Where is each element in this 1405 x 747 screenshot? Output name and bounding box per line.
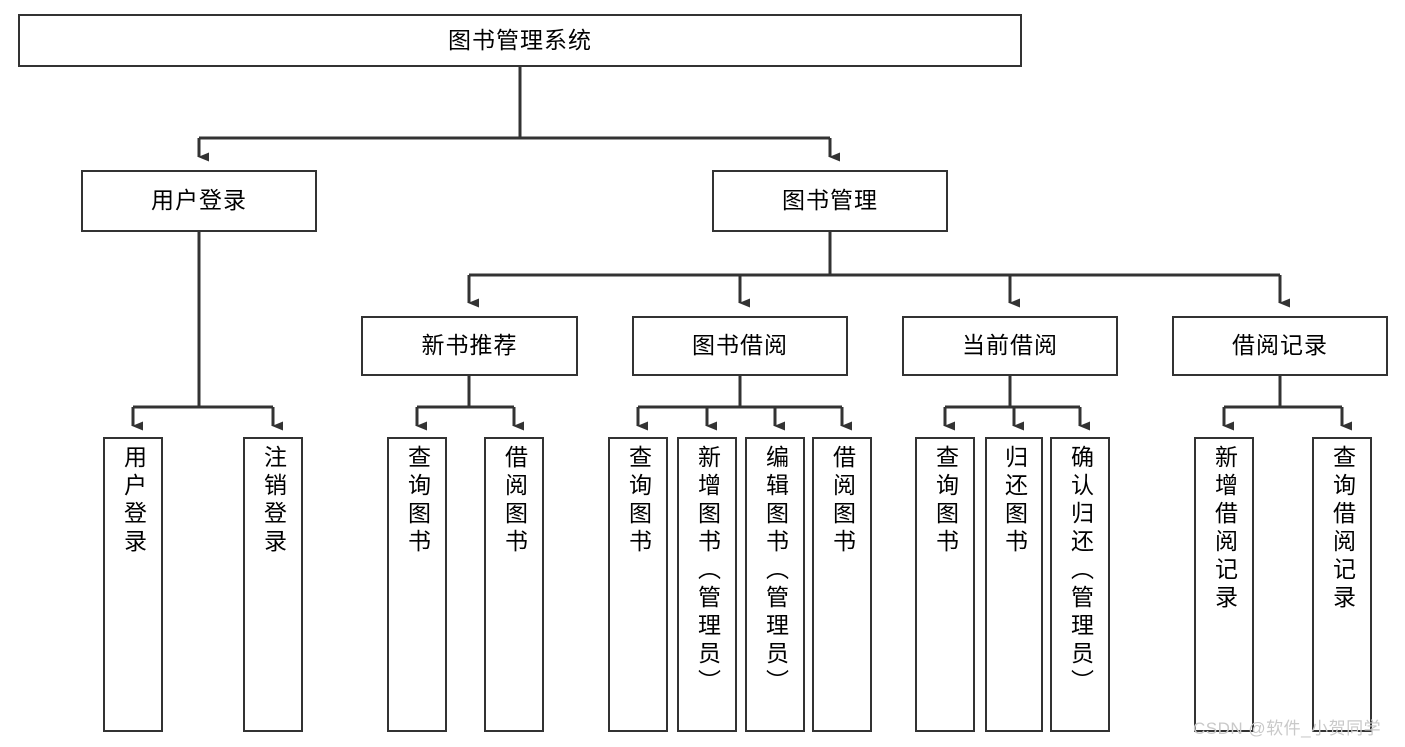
node-label: 查询图书 bbox=[932, 445, 959, 557]
node-label: 借阅图书 bbox=[501, 445, 528, 557]
leaf-current-query-book[interactable]: 查询图书 bbox=[915, 437, 975, 732]
node-borrow-record[interactable]: 借阅记录 bbox=[1172, 316, 1388, 376]
node-label: 新书推荐 bbox=[421, 332, 518, 359]
node-new-book-recommend[interactable]: 新书推荐 bbox=[361, 316, 578, 376]
leaf-logout[interactable]: 注销登录 bbox=[243, 437, 303, 732]
leaf-recommend-query-book[interactable]: 查询图书 bbox=[387, 437, 447, 732]
leaf-borrow-query-book[interactable]: 查询图书 bbox=[608, 437, 668, 732]
node-label: 借阅图书 bbox=[829, 445, 856, 557]
node-label: 查询图书 bbox=[625, 445, 652, 557]
node-label: 图书管理系统 bbox=[448, 26, 592, 53]
node-root-system[interactable]: 图书管理系统 bbox=[18, 14, 1022, 67]
leaf-current-return-book[interactable]: 归还图书 bbox=[985, 437, 1043, 732]
node-user-login[interactable]: 用户登录 bbox=[81, 170, 317, 232]
leaf-borrow-add-book-admin[interactable]: 新增图书（管理员） bbox=[677, 437, 737, 732]
leaf-borrow-edit-book-admin[interactable]: 编辑图书（管理员） bbox=[745, 437, 805, 732]
node-label: 注销登录 bbox=[260, 445, 287, 557]
node-label: 查询图书 bbox=[404, 445, 431, 557]
node-label: 归还图书 bbox=[1001, 445, 1028, 557]
node-label: 图书借阅 bbox=[692, 332, 788, 359]
node-book-management[interactable]: 图书管理 bbox=[712, 170, 948, 232]
node-label: 新增图书（管理员） bbox=[694, 445, 721, 697]
node-book-borrow[interactable]: 图书借阅 bbox=[632, 316, 848, 376]
node-label: 用户登录 bbox=[151, 187, 247, 214]
node-label: 确认归还（管理员） bbox=[1067, 445, 1094, 697]
leaf-recommend-borrow-book[interactable]: 借阅图书 bbox=[484, 437, 544, 732]
node-label: 新增借阅记录 bbox=[1211, 445, 1238, 613]
leaf-record-query-borrow-record[interactable]: 查询借阅记录 bbox=[1312, 437, 1372, 732]
watermark: CSDN @软件_小贺同学 bbox=[1193, 719, 1382, 738]
node-label: 用户登录 bbox=[120, 445, 147, 557]
leaf-current-confirm-return-admin[interactable]: 确认归还（管理员） bbox=[1050, 437, 1110, 732]
leaf-borrow-borrow-book[interactable]: 借阅图书 bbox=[812, 437, 872, 732]
node-label: 图书管理 bbox=[782, 187, 878, 214]
node-current-borrow[interactable]: 当前借阅 bbox=[902, 316, 1118, 376]
node-label: 当前借阅 bbox=[962, 332, 1058, 359]
node-label: 查询借阅记录 bbox=[1329, 445, 1356, 613]
leaf-record-add-borrow-record[interactable]: 新增借阅记录 bbox=[1194, 437, 1254, 732]
node-label: 编辑图书（管理员） bbox=[762, 445, 789, 697]
node-label: 借阅记录 bbox=[1232, 332, 1328, 359]
leaf-user-login[interactable]: 用户登录 bbox=[103, 437, 163, 732]
